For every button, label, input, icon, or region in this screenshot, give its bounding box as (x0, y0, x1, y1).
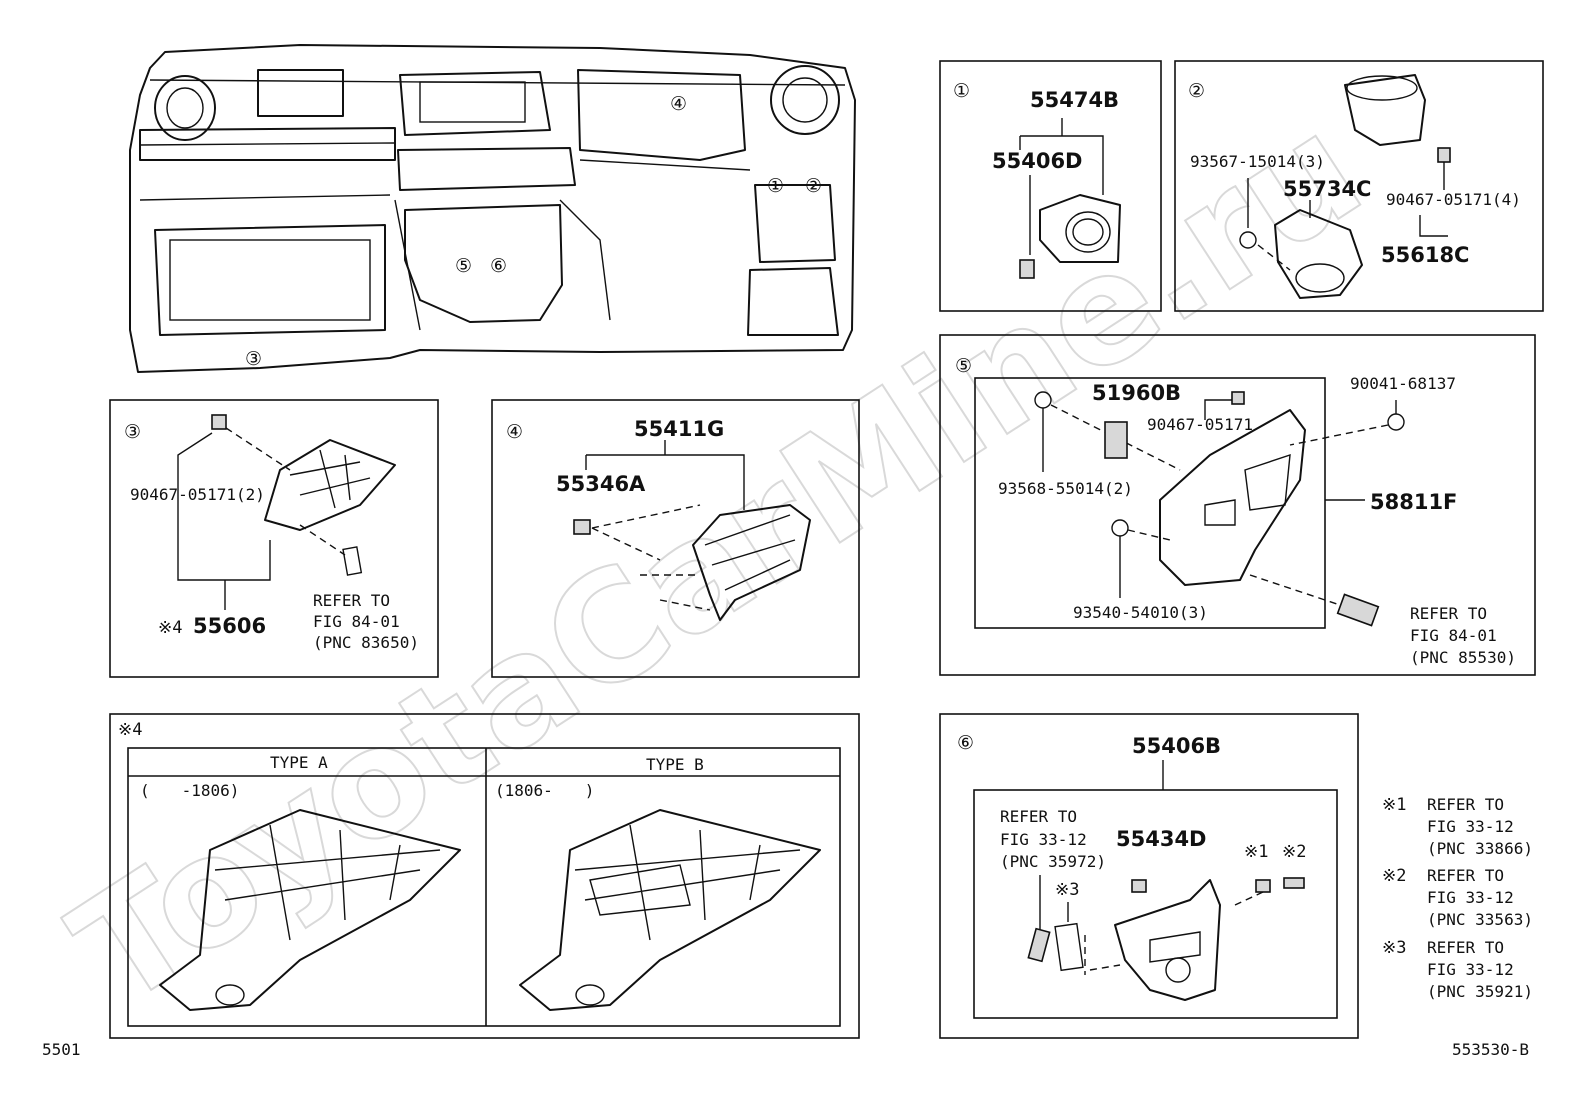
part-90467-05171-4: 90467-05171(4) (1386, 190, 1521, 209)
panel-6-mark-2: ※2 (1282, 842, 1306, 862)
panel-6-refer-3: (PNC 35972) (1000, 852, 1106, 871)
part-51960B: 51960B (1092, 381, 1181, 405)
panel-6-refer-2: FIG 33-12 (1000, 830, 1087, 849)
panel-1: ① 55474B 55406D (939, 60, 1162, 312)
note-1-line-1: REFER TO (1427, 795, 1504, 814)
panel-3: ③ 90467-05171(2) ※4 55606 REFER TO FIG 8… (109, 399, 439, 678)
panel-1-index: ① (953, 80, 970, 102)
panel-types-mark: ※4 (118, 720, 142, 740)
part-90467-05171: 90467-05171 (1147, 415, 1253, 434)
note-3-line-1: REFER TO (1427, 938, 1504, 957)
note-2-line-2: FIG 33-12 (1427, 888, 1514, 907)
type-a-range: ( -1806) (140, 781, 239, 800)
part-93540-54010: 93540-54010(3) (1073, 603, 1208, 622)
note-1-line-3: (PNC 33866) (1427, 839, 1533, 858)
part-58811F: 58811F (1370, 490, 1457, 514)
callout-3: ③ (245, 348, 262, 370)
panel-4-index: ④ (506, 421, 523, 443)
panel-6: ⑥ 55406B REFER TO FIG 33-12 (PNC 35972) … (939, 713, 1359, 1039)
panel-3-note-mark: ※4 (158, 618, 182, 638)
part-55411G: 55411G (634, 417, 724, 441)
part-55734C: 55734C (1283, 177, 1371, 201)
part-55434D: 55434D (1116, 827, 1207, 851)
panel-5-refer-1: REFER TO (1410, 604, 1487, 623)
callout-5: ⑤ (455, 255, 472, 277)
type-a-name: TYPE A (270, 753, 328, 772)
part-55474B: 55474B (1030, 88, 1119, 112)
panel-5-refer-2: FIG 84-01 (1410, 626, 1497, 645)
callout-6: ⑥ (490, 255, 507, 277)
part-55346A: 55346A (556, 472, 646, 496)
part-90467-05171-2: 90467-05171(2) (130, 485, 265, 504)
note-2-mark: ※2 (1382, 866, 1406, 886)
panel-3-index: ③ (124, 421, 141, 443)
panel-6-refer-1: REFER TO (1000, 807, 1077, 826)
panel-6-index: ⑥ (957, 732, 974, 754)
part-90041-68137: 90041-68137 (1350, 374, 1456, 393)
panel-5: ⑤ 51960B 90041-68137 90467-05171 93568-5… (939, 334, 1536, 676)
part-55618C: 55618C (1381, 243, 1469, 267)
note-3-mark: ※3 (1382, 938, 1406, 958)
part-93568-55014: 93568-55014(2) (998, 479, 1133, 498)
dashboard-overview: ④ ① ② ⑤ ⑥ ③ (129, 44, 856, 373)
panel-3-refer-2: FIG 84-01 (313, 612, 400, 631)
part-55606: 55606 (193, 614, 266, 638)
callout-4: ④ (670, 93, 687, 115)
type-b-range: (1806- ) (495, 781, 594, 800)
note-2-line-3: (PNC 33563) (1427, 910, 1533, 929)
callout-1: ① (767, 175, 784, 197)
panel-5-refer-3: (PNC 85530) (1410, 648, 1516, 667)
panel-3-refer-3: (PNC 83650) (313, 633, 419, 652)
part-55406B: 55406B (1132, 734, 1221, 758)
panel-types: ※4 TYPE A TYPE B ( -1806) (1806- ) (109, 713, 860, 1039)
part-93567-15014: 93567-15014(3) (1190, 152, 1325, 171)
note-1-line-2: FIG 33-12 (1427, 817, 1514, 836)
panel-5-index: ⑤ (955, 355, 972, 377)
note-3-line-3: (PNC 35921) (1427, 982, 1533, 1001)
panel-2: ② 93567-15014(3) 55734C 90467-05171(4) 5… (1174, 60, 1544, 312)
panel-2-index: ② (1188, 80, 1205, 102)
panel-4: ④ 55411G 55346A (491, 399, 860, 678)
note-1-mark: ※1 (1382, 795, 1406, 815)
note-3-line-2: FIG 33-12 (1427, 960, 1514, 979)
panel-6-mark-3: ※3 (1055, 880, 1079, 900)
panel-6-mark-1: ※1 (1244, 842, 1268, 862)
type-b-name: TYPE B (646, 755, 704, 774)
footer-left-code: 5501 (42, 1040, 81, 1059)
panel-3-refer-1: REFER TO (313, 591, 390, 610)
callout-2: ② (805, 175, 822, 197)
note-2-line-1: REFER TO (1427, 866, 1504, 885)
part-55406D: 55406D (992, 149, 1083, 173)
notes: ※1 REFER TO FIG 33-12 (PNC 33866) ※2 REF… (1382, 795, 1533, 1001)
footer-right-code: 553530-B (1452, 1040, 1529, 1059)
